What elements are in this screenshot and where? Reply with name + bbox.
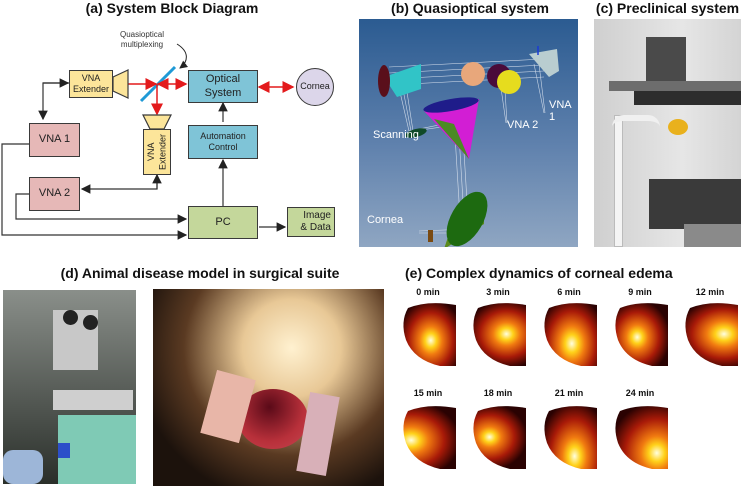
horn-antenna-1 [112,69,129,99]
heatmap-frame [541,405,597,469]
annotation-arrow [176,43,188,69]
heatmap-frame [612,405,668,469]
panel-d-title: (d) Animal disease model in surgical sui… [60,265,340,281]
heatmap-frame [400,405,456,469]
heatmap-label: 24 min [625,388,655,398]
cyan-mirror [384,64,421,97]
orange-lens [461,62,485,86]
vna-1-block: VNA 1 [29,123,80,157]
heatmap-frame [400,302,456,366]
heatmap-frame [541,302,597,366]
label-vna2: VNA 2 [507,119,539,131]
grey-mirror [529,49,559,77]
heatmap-label: 15 min [413,388,443,398]
label-scanning: Scanning [373,129,419,141]
panel-c-title: (c) Preclinical system [595,0,740,16]
vna-extender-1-block: VNA Extender [69,70,113,98]
heatmap-label: 3 min [486,287,510,297]
automation-control-block: Automation Control [188,125,258,159]
heatmap-label: 21 min [554,388,584,398]
optical-system-block: Optical System [188,70,258,103]
heatmap-frame [470,405,526,469]
panel-a-title: (a) System Block Diagram [85,0,259,16]
annotation-label: Quasioptical multiplexing [120,30,164,50]
heatmap-label: 18 min [483,388,513,398]
cornea-sample [428,230,433,242]
surgical-microscope-photo [3,290,136,484]
heatmap-frame [682,302,738,366]
annotation-line-2: multiplexing [120,40,164,49]
cornea-node: Cornea [296,68,334,106]
heatmap-label: 0 min [416,287,440,297]
surgical-eye-photo [153,289,384,486]
vna-2-block: VNA 2 [29,177,80,211]
preclinical-system-photo [594,19,741,247]
horn-antenna-2 [142,114,172,130]
quasioptical-geometry [378,46,559,247]
label-cornea: Cornea [367,214,404,226]
quasioptical-render: VNA 1 VNA 2 Scanning Cornea [359,19,578,247]
heatmap-frame [612,302,668,366]
heatmap-label: 12 min [695,287,725,297]
label-vna1: VNA 1 [549,99,572,123]
heatmap-label: 9 min [628,287,652,297]
vna-extender-2-block: VNA Extender [143,129,171,175]
scanning-mirror [405,128,427,138]
block-diagram-connectors [1,43,295,240]
yellow-lens [497,70,521,94]
heatmap-frame [470,302,526,366]
image-data-block: Image & Data [287,207,335,237]
pc-block: PC [188,206,258,239]
annotation-line-1: Quasioptical [120,30,165,39]
panel-b-title: (b) Quasioptical system [391,0,549,16]
heatmap-label: 6 min [557,287,581,297]
panel-e-title: (e) Complex dynamics of corneal edema [405,265,673,281]
